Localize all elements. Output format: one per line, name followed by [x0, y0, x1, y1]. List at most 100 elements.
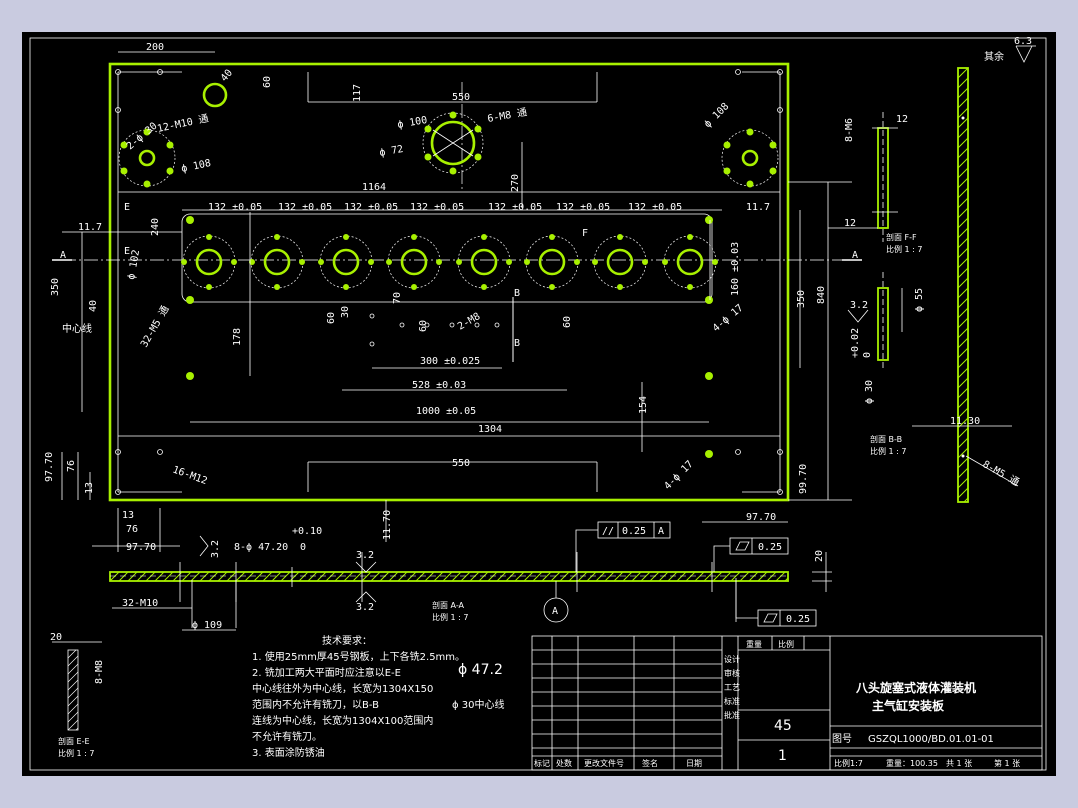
hatch-line — [550, 571, 561, 582]
filling-hole-7 — [592, 234, 648, 290]
parallel-symbol: // — [602, 526, 614, 537]
hatch-line — [433, 571, 444, 582]
dim-8-m5: 8-M5 通 — [981, 458, 1022, 488]
hatch-line — [957, 447, 969, 459]
dim-pitch-2: 132 ±0.05 — [278, 202, 332, 213]
filling-hole-4 — [386, 234, 442, 290]
hatch-line — [730, 571, 741, 582]
dim-2-m8: 2-M8 — [456, 311, 482, 333]
dim-270: 270 — [510, 174, 521, 192]
hatch-line — [424, 571, 435, 582]
dim-60: 60 — [262, 76, 273, 88]
hatch-line — [388, 571, 399, 582]
flatness-value-2: 0.25 — [786, 614, 810, 625]
scale-value: 比例1:7 — [834, 758, 863, 768]
hatch-line — [957, 197, 969, 209]
hatch-line — [957, 97, 969, 109]
hatch-line — [586, 571, 597, 582]
dim-pitch-6: 132 ±0.05 — [556, 202, 610, 213]
hatch-line — [957, 477, 969, 489]
hatch-line — [469, 571, 480, 582]
hatch-line — [415, 571, 426, 582]
dim-1304: 1304 — [478, 424, 502, 435]
title-block: 八头旋塞式液体灌装机 主气缸安装板 重量 比例 45 1 图号 GSZQL100… — [531, 635, 1043, 771]
section-b-top: B — [514, 288, 520, 299]
hatch-line — [957, 307, 969, 319]
note-line-6: 不允许有铣刀。 — [252, 730, 322, 743]
dim-32-m5: 32-M5 通 — [138, 304, 171, 350]
hatch-line — [957, 267, 969, 279]
filling-hole-5 — [456, 234, 512, 290]
hatch-line — [496, 571, 507, 582]
hatch-line — [460, 571, 471, 582]
dimension-lines — [61, 51, 852, 552]
section-e-left: E — [124, 202, 130, 213]
dim-99-70: 99.70 — [798, 464, 809, 494]
hatch-line — [957, 247, 969, 259]
hatch-line — [75, 727, 79, 731]
hatch-line — [957, 337, 969, 349]
hatch-line — [253, 571, 264, 582]
hatch-line — [694, 571, 705, 582]
dim-4-dia17-bottom: 4-ϕ 17 — [662, 459, 695, 492]
hatch-line — [957, 367, 969, 379]
dim-12-h: 12 — [844, 218, 856, 229]
hatch-line — [649, 571, 660, 582]
col-sign: 签名 — [642, 758, 658, 768]
hatch-line — [957, 347, 969, 359]
dim-550-b: 550 — [452, 458, 470, 469]
filling-hole-6 — [524, 234, 580, 290]
hatch-line — [775, 571, 786, 582]
dim-dia109: ϕ 109 — [192, 620, 222, 631]
dim-1000: 1000 ±0.05 — [416, 406, 476, 417]
dim-350-right: 350 — [796, 290, 807, 308]
dim-dia72: ϕ 72 — [379, 144, 405, 159]
dia-47-2-label: ϕ 47.2 — [458, 662, 503, 678]
hatch-line — [67, 649, 77, 659]
hatch-line — [667, 571, 678, 582]
hatch-line — [154, 571, 165, 582]
note-line-4: 范围内不允许有铣刀，以B-B — [252, 698, 379, 711]
hole-row-slot — [181, 213, 713, 303]
main-cylinder-hole — [422, 111, 484, 175]
note-line-3: 中心线往外为中心线，长宽为1304X150 — [252, 682, 433, 695]
col-date: 日期 — [686, 759, 702, 768]
section-markers — [52, 259, 862, 362]
row-standard: 标准 — [724, 696, 740, 706]
dim-dia108-right: ϕ 108 — [702, 101, 731, 130]
hatch-line — [67, 663, 79, 675]
hatch-line — [676, 571, 687, 582]
hatch-line — [379, 571, 390, 582]
col-mark: 标记 — [534, 758, 550, 768]
dim-dia108-left: ϕ 108 — [180, 158, 212, 175]
ratio-label: 比例 — [778, 639, 794, 649]
hatch-line — [957, 77, 969, 89]
drawing-sheet: 其余 6.3 — [22, 32, 1056, 776]
dim-117-right: 11.7 — [746, 202, 770, 213]
hatch-line — [343, 571, 354, 582]
dim-97-70-h-left: 97.70 — [126, 542, 156, 553]
section-ee: 20 8-M8 剖面 E-E 比例 1 : 7 — [50, 632, 105, 758]
dim-dia102: ϕ 102 — [126, 249, 142, 281]
section-aa-caption: 剖面 A-A — [432, 600, 465, 610]
hatch-line — [721, 571, 732, 582]
note-line-7: 3. 表面涂防锈油 — [252, 746, 325, 759]
hatch-line — [67, 671, 79, 683]
section-aa-strip — [109, 571, 789, 582]
count-value: 1 — [778, 748, 787, 764]
hatch-line — [271, 571, 282, 582]
hatch-line — [397, 571, 408, 582]
sheet-total: 共 1 张 — [946, 759, 972, 768]
dim-20: 20 — [50, 632, 62, 643]
hatch-line — [748, 571, 759, 582]
hatch-line — [658, 571, 669, 582]
note-line-5: 连线为中心线，长宽为1304X100范围内 — [252, 714, 433, 727]
hatch-line — [957, 207, 969, 219]
hatch-line — [226, 571, 237, 582]
hatch-line — [67, 695, 79, 707]
hatch-line — [595, 571, 606, 582]
technical-notes: 技术要求： 1. 使用25mm厚45号钢板，上下各铣2.5mm。 2. 铣加工两… — [252, 634, 505, 759]
row-process: 工艺 — [724, 683, 740, 692]
hatch-line — [67, 711, 79, 723]
dim-200: 200 — [146, 42, 164, 53]
